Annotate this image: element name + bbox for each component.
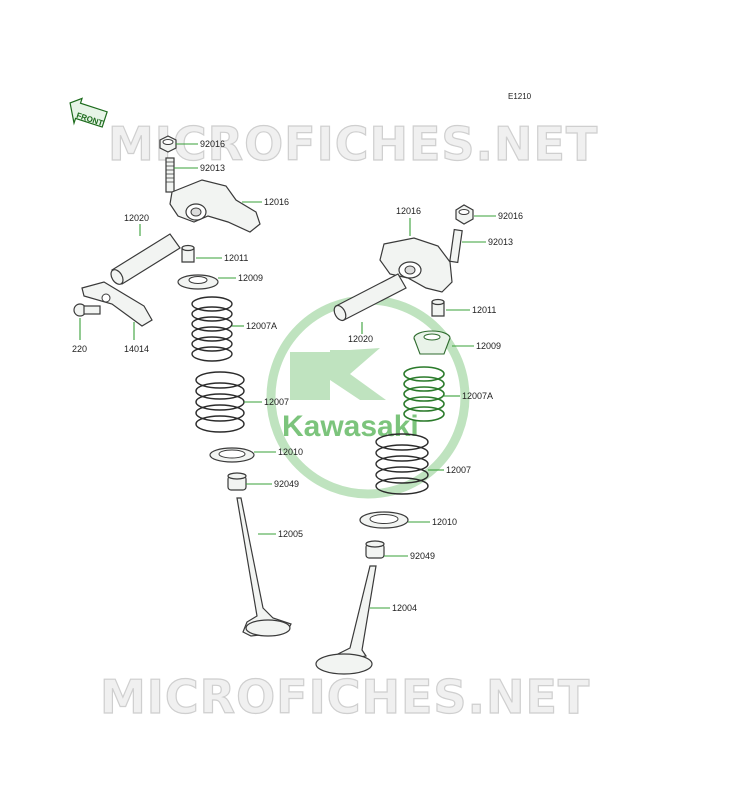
label-12007-left: 12007 bbox=[264, 397, 289, 407]
pivot-12011-right bbox=[431, 298, 445, 317]
kawasaki-logo: Kawasaki bbox=[266, 295, 470, 499]
bolt-220 bbox=[73, 303, 101, 317]
label-92013-right: 92013 bbox=[488, 237, 513, 247]
label-12009-right: 12009 bbox=[476, 341, 501, 351]
kawasaki-logo-text: Kawasaki bbox=[282, 410, 419, 443]
spring-12007-left bbox=[195, 371, 245, 433]
spring-12007A-left bbox=[191, 296, 233, 362]
washer-12010-right bbox=[359, 511, 409, 529]
spring-12007-right bbox=[375, 433, 429, 495]
shaft-12020-right bbox=[333, 273, 407, 322]
watermark-bottom: MICROFICHES.NET bbox=[100, 670, 590, 724]
bracket-14014 bbox=[81, 281, 153, 327]
screw-92013-right bbox=[449, 228, 463, 264]
label-92016-right: 92016 bbox=[498, 211, 523, 221]
label-14014: 14014 bbox=[124, 344, 149, 354]
leader-lines bbox=[79, 143, 496, 609]
seal-92049-right bbox=[365, 540, 385, 559]
front-arrow-icon: FRONT bbox=[69, 97, 108, 128]
nut-92016-left bbox=[159, 135, 177, 153]
valve-12004 bbox=[315, 565, 377, 675]
screw-92013-left bbox=[165, 157, 175, 193]
label-12010-right: 12010 bbox=[432, 517, 457, 527]
label-12005: 12005 bbox=[278, 529, 303, 539]
label-92016-left: 92016 bbox=[200, 139, 225, 149]
label-12007-right: 12007 bbox=[446, 465, 471, 475]
label-12020-right: 12020 bbox=[348, 334, 373, 344]
pivot-12011-left bbox=[181, 244, 195, 263]
label-92049-left: 92049 bbox=[274, 479, 299, 489]
nut-92016-right bbox=[455, 204, 474, 225]
watermark-top: MICROFICHES.NET bbox=[108, 117, 598, 171]
retainer-12009-left bbox=[177, 274, 219, 290]
valve-12005 bbox=[236, 497, 292, 637]
label-12011-left: 12011 bbox=[224, 253, 248, 263]
spring-12007A-right bbox=[403, 366, 445, 422]
label-92013-left: 92013 bbox=[200, 163, 225, 173]
label-12004: 12004 bbox=[392, 603, 417, 613]
label-92049-right: 92049 bbox=[410, 551, 435, 561]
seal-92049-left bbox=[227, 472, 247, 491]
retainer-12009-right bbox=[413, 330, 451, 355]
label-220: 220 bbox=[72, 344, 87, 354]
label-12016-left: 12016 bbox=[264, 197, 289, 207]
rocker-arm-12016-right bbox=[379, 237, 453, 293]
label-12016-right: 12016 bbox=[396, 206, 421, 216]
label-12011-right: 12011 bbox=[472, 305, 496, 315]
rocker-arm-12016-left bbox=[169, 179, 261, 233]
label-12009-left: 12009 bbox=[238, 273, 263, 283]
label-12007A-right: 12007A bbox=[462, 391, 493, 401]
label-12010-left: 12010 bbox=[278, 447, 303, 457]
label-12020-left: 12020 bbox=[124, 213, 149, 223]
label-12007A-left: 12007A bbox=[246, 321, 277, 331]
diagram-id: E1210 bbox=[508, 92, 532, 101]
shaft-12020-left bbox=[110, 233, 181, 285]
washer-12010-left bbox=[209, 447, 255, 463]
